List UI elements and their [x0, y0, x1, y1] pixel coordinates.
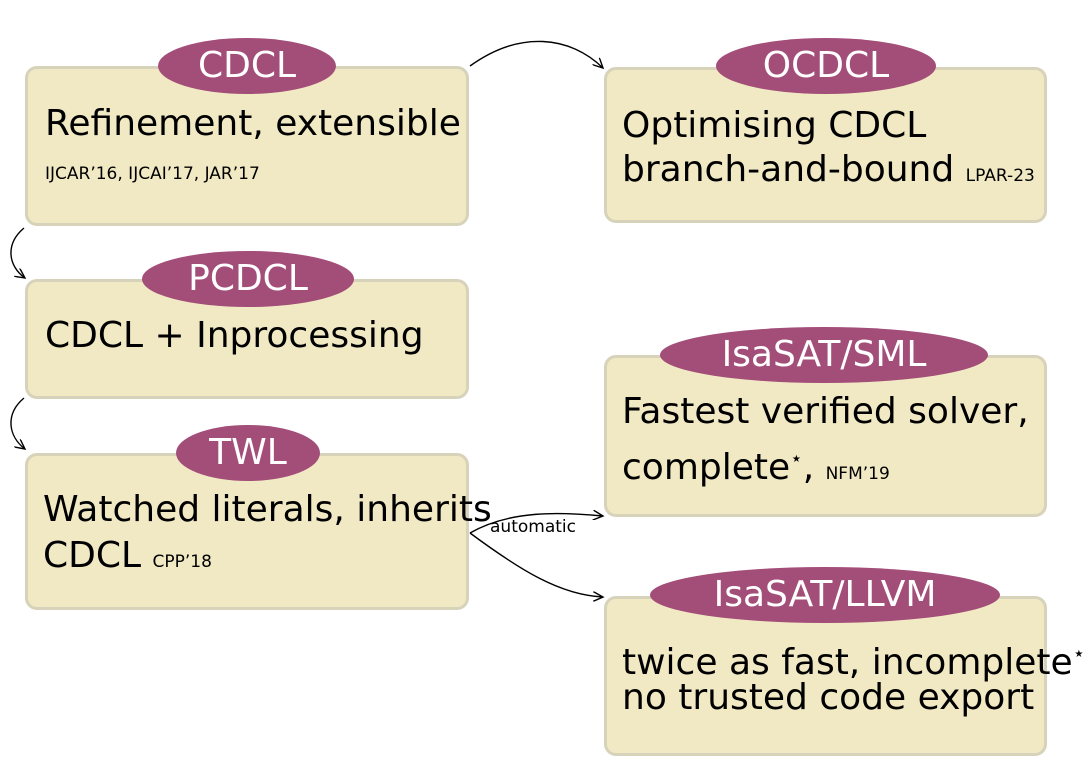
pcdcl-description: CDCL + Inprocessing [45, 315, 424, 356]
twl-description-line1: Watched literals, inherits [43, 489, 492, 530]
isasat-llvm-box [604, 596, 1047, 756]
pcdcl-title-badge: PCDCL [142, 251, 354, 307]
twl-title-badge: TWL [176, 425, 320, 481]
twl-line2-text: CDCL [43, 535, 142, 576]
cdcl-description: Refinement, extensible [45, 103, 461, 144]
isasat-llvm-description-line1: twice as fast, incomplete⋆ [622, 633, 1085, 683]
arrow-twl-to-isasat-llvm [469, 532, 603, 597]
isasat-sml-title-badge: IsaSAT/SML [660, 327, 988, 383]
isasat-sml-citation: NFM’19 [825, 464, 890, 484]
isasat-sml-comma: , [802, 447, 815, 488]
twl-description-line2: CDCL CPP’18 [43, 536, 212, 582]
isasat-sml-description-line2: complete⋆, NFM’19 [622, 438, 890, 494]
isasat-sml-description-line1: Fastest verified solver, [622, 391, 1029, 432]
ocdcl-title-badge: OCDCL [716, 38, 936, 94]
cdcl-title-badge: CDCL [158, 38, 336, 94]
ocdcl-citation: LPAR-23 [965, 166, 1035, 186]
arrow-cdcl-to-pcdcl [10, 227, 25, 278]
ocdcl-description-line2: branch-and-bound LPAR-23 [622, 150, 1035, 196]
edge-label-automatic: automatic [490, 517, 576, 537]
twl-citation: CPP’18 [152, 552, 212, 572]
ocdcl-line2-text: branch-and-bound [622, 149, 955, 190]
cdcl-citation: IJCAR’16, IJCAI’17, JAR’17 [45, 164, 260, 184]
arrow-cdcl-to-ocdcl [469, 40, 603, 68]
asterisk-star-icon: ⋆ [1072, 641, 1086, 665]
ocdcl-description-line1: Optimising CDCL [622, 105, 927, 146]
arrow-pcdcl-to-twl [10, 397, 25, 449]
isasat-llvm-title-badge: IsaSAT/LLVM [650, 567, 1000, 623]
isasat-sml-line2-text: complete [622, 447, 791, 488]
asterisk-star-icon: ⋆ [790, 446, 803, 470]
isasat-llvm-line1-text: twice as fast, incomplete [622, 642, 1073, 683]
isasat-llvm-description-line2: no trusted code export [622, 677, 1035, 718]
arrow-twl-to-isasat-sml [469, 514, 603, 534]
